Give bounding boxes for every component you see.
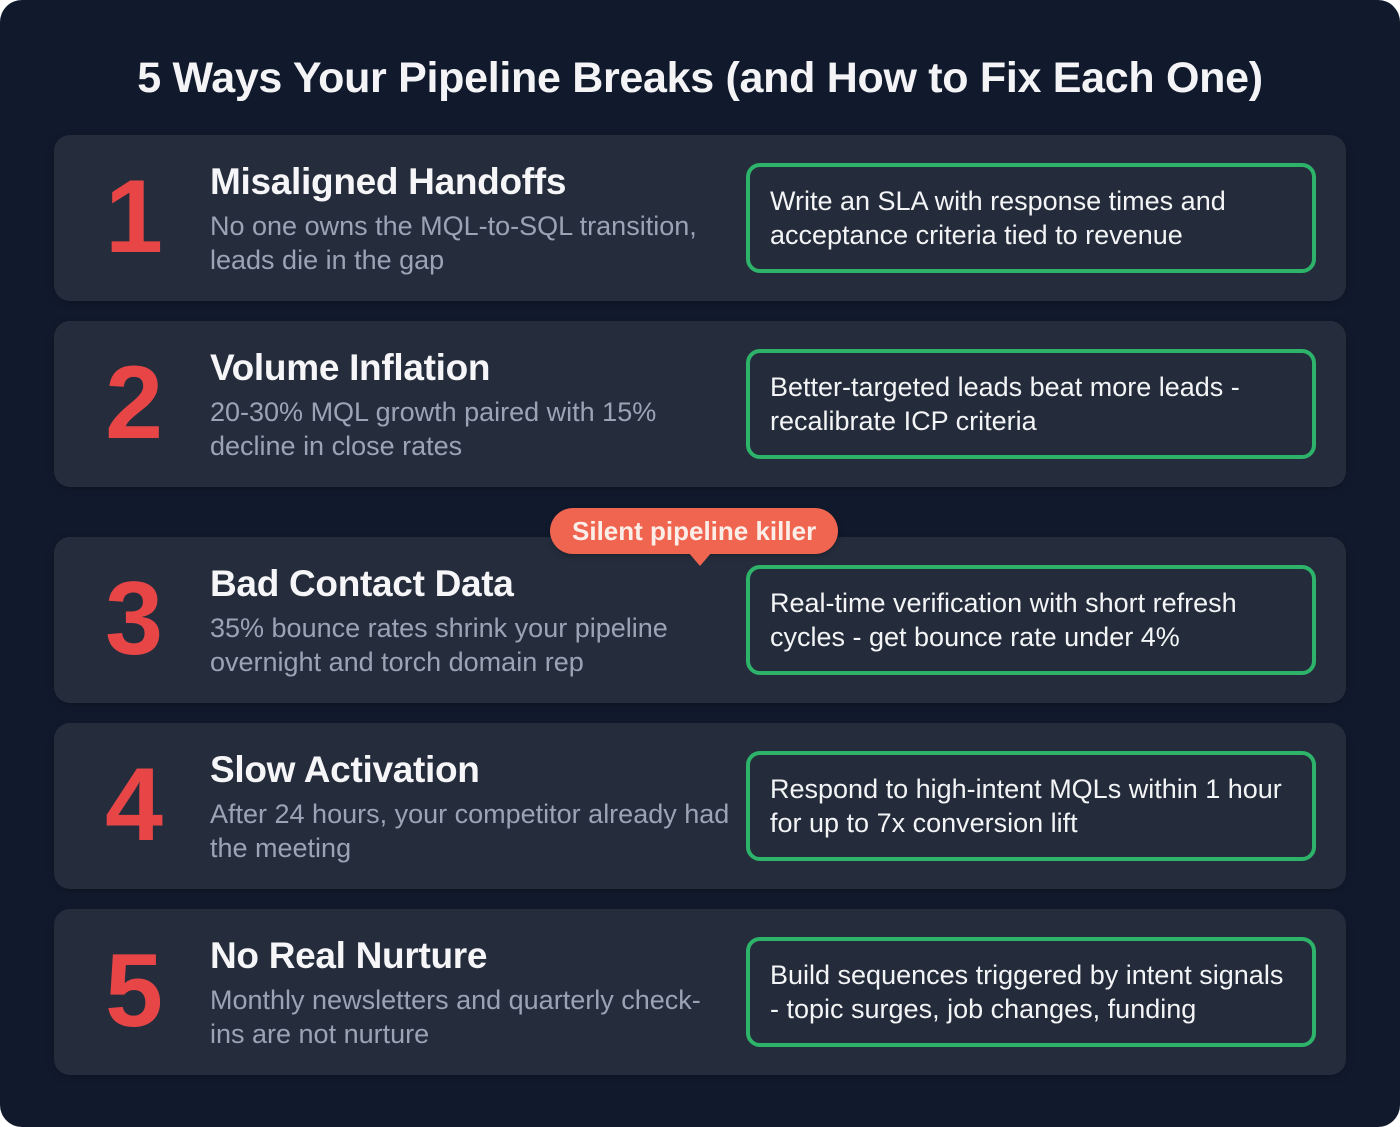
item-fix-text: Real-time verification with short refres… xyxy=(770,588,1237,652)
item-description: 20-30% MQL growth paired with 15% declin… xyxy=(210,397,657,461)
pipeline-item-2: 2 Volume Inflation 20-30% MQL growth pai… xyxy=(54,321,1346,487)
badge-pointer xyxy=(688,552,712,566)
item-heading: Misaligned Handoffs xyxy=(210,161,567,202)
item-description: 35% bounce rates shrink your pipeline ov… xyxy=(210,613,668,677)
item-fix-text: Better-targeted leads beat more leads - … xyxy=(770,372,1240,436)
item-number: 3 xyxy=(105,561,163,677)
item-description: After 24 hours, your competitor already … xyxy=(210,799,730,863)
item-number: 2 xyxy=(105,345,163,461)
item-description: Monthly newsletters and quarterly check-… xyxy=(210,985,701,1049)
item-heading: No Real Nurture xyxy=(210,935,488,976)
item-fix-text: Build sequences triggered by intent sign… xyxy=(770,960,1284,1024)
item-description: No one owns the MQL-to-SQL transition, l… xyxy=(210,211,697,275)
item-fix-text: Write an SLA with response times and acc… xyxy=(770,186,1226,250)
item-heading: Slow Activation xyxy=(210,749,480,790)
pipeline-item-1: 1 Misaligned Handoffs No one owns the MQ… xyxy=(54,135,1346,301)
item-fix-box: Build sequences triggered by intent sign… xyxy=(746,937,1316,1047)
pipeline-item-4: 4 Slow Activation After 24 hours, your c… xyxy=(54,723,1346,889)
item-fix-box: Write an SLA with response times and acc… xyxy=(746,163,1316,273)
item-number: 1 xyxy=(105,159,163,275)
silent-killer-badge: Silent pipeline killer xyxy=(550,508,839,554)
item-fix-text: Respond to high-intent MQLs within 1 hou… xyxy=(770,774,1282,838)
item-fix-box: Real-time verification with short refres… xyxy=(746,565,1316,675)
item-fix-box: Respond to high-intent MQLs within 1 hou… xyxy=(746,751,1316,861)
page-title: 5 Ways Your Pipeline Breaks (and How to … xyxy=(137,54,1263,102)
item-fix-box: Better-targeted leads beat more leads - … xyxy=(746,349,1316,459)
item-number: 4 xyxy=(105,747,163,863)
item-heading: Bad Contact Data xyxy=(210,563,514,604)
item-heading: Volume Inflation xyxy=(210,347,491,388)
item-number: 5 xyxy=(105,933,163,1049)
pipeline-item-5: 5 No Real Nurture Monthly newsletters an… xyxy=(54,909,1346,1075)
